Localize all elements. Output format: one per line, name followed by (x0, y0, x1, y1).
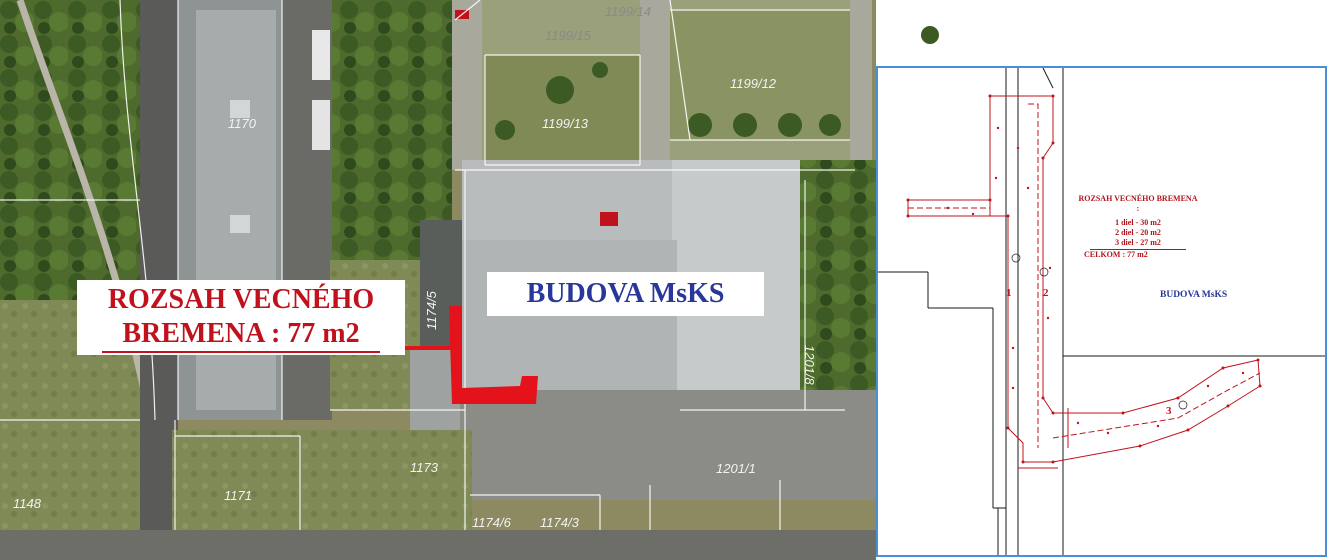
parcel-label-1174-5: 1174/5 (424, 290, 439, 330)
easement-callout-line2: BREMENA : 77 m2 (102, 317, 380, 353)
parcel-label-1199-15: 1199/15 (545, 28, 592, 43)
plan-easement-outline (907, 95, 1261, 469)
plan-part-label-3: 3 (1166, 405, 1172, 417)
easement-callout-line1: ROZSAH VECNÉHO (107, 284, 375, 315)
parcel-label-1199-13: 1199/13 (542, 116, 589, 131)
parcel-label-1201-8: 1201/8 (802, 345, 817, 386)
parcel-label-1148: 1148 (13, 496, 42, 511)
road-south (0, 530, 876, 560)
lawn-south (172, 430, 472, 540)
parcel-label-1199-12: 1199/12 (730, 76, 777, 91)
plan-survey-points (906, 94, 1262, 464)
plan-legend-total: CELKOM : 77 m2 (1084, 250, 1148, 259)
parking-area (460, 390, 876, 500)
parcel-label-1201-1: 1201/1 (716, 461, 756, 476)
parcel-label-1170: 1170 (228, 116, 257, 131)
plan-legend-part-2: 2 diel - 20 m2 (1115, 228, 1161, 237)
plan-legend-separator (1090, 249, 1186, 250)
plan-parcel-lines (878, 68, 1325, 555)
parcel-label-1174-3: 1174/3 (540, 515, 580, 530)
tree-area-east (800, 160, 876, 390)
easement-area (449, 306, 538, 404)
plan-legend-part-3: 3 diel - 27 m2 (1115, 238, 1161, 247)
square-1199-13 (485, 55, 640, 165)
tree-area-central (332, 0, 452, 260)
plan-part-label-2: 2 (1043, 287, 1049, 299)
parcel-label-1171: 1171 (224, 488, 252, 503)
plan-legend-part-1: 1 diel - 30 m2 (1115, 218, 1161, 227)
parcel-label-1199-14: 1199/14 (605, 4, 651, 19)
plan-part-label-1: 1 (1006, 287, 1012, 299)
plan-building-label: BUDOVA MsKS (1160, 290, 1228, 300)
easement-callout: ROZSAH VECNÉHO BREMENA : 77 m2 (77, 280, 405, 355)
building-callout: BUDOVA MsKS (487, 272, 764, 316)
parcel-label-1174-6: 1174/6 (472, 515, 512, 530)
cadastral-plan-panel: 1 2 3 ROZSAH VECNÉHO BREMENA : 1 diel - … (876, 66, 1327, 557)
plan-easement-legend: ROZSAH VECNÉHO BREMENA : 1 diel - 30 m2 … (1078, 194, 1198, 260)
cadastral-plan-drawing: 1 2 3 (878, 68, 1325, 555)
plan-legend-title: ROZSAH VECNÉHO BREMENA : (1078, 194, 1198, 213)
parcel-label-1173: 1173 (410, 460, 439, 475)
